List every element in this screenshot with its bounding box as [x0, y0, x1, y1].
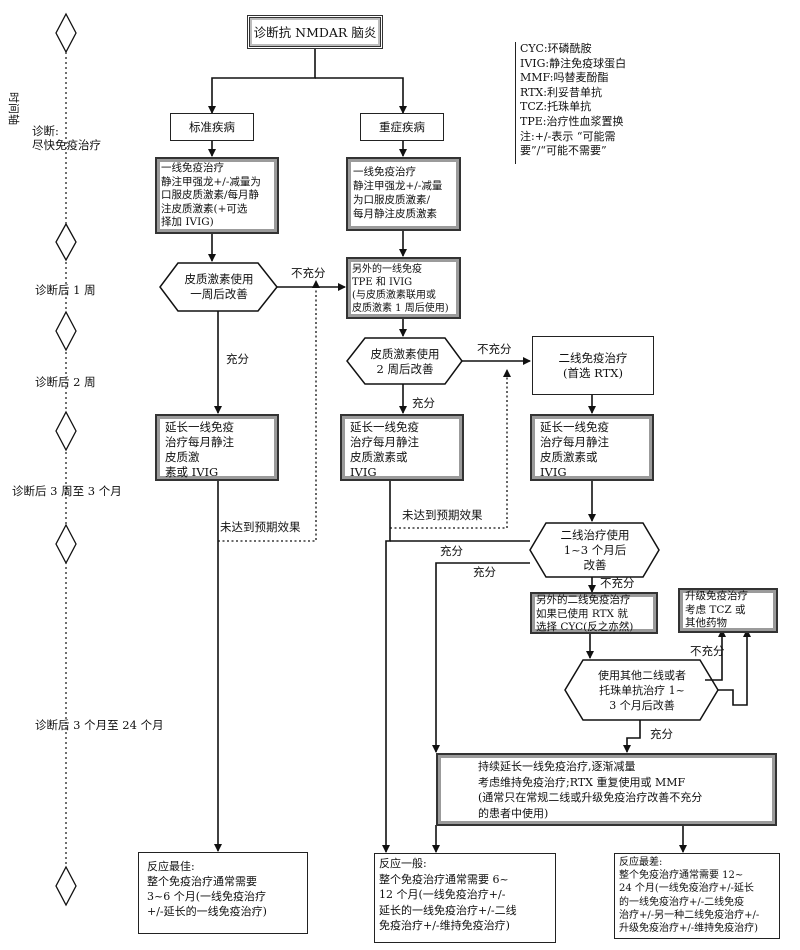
timeline-stage-label: 诊断后 3 个月至 24 个月	[35, 718, 164, 732]
outcome-worst: 反应最差: 整个免疫治疗通常需要 12~ 24 个月(一线免疫治疗+/-延长 的…	[614, 853, 780, 939]
decision-second-line: 二线治疗使用 1~3 个月后 改善	[560, 527, 630, 572]
decision-other-second-line: 使用其他二线或者 托珠单抗治疗 1~ 3 个月后改善	[598, 668, 686, 712]
node-diagnose: 诊断抗 NMDAR 脑炎	[247, 15, 383, 49]
hexagon-sev-decision	[346, 337, 463, 385]
node-standard-extend: 延长一线免疫 治疗每月静注 皮质激 素或 IVIG	[155, 414, 279, 481]
node-standard-first-line: 一线免疫治疗 静注甲强龙+/-减量为 口服皮质激素/每月静 注皮质激素(+可选 …	[155, 157, 279, 234]
timeline-stage-label: 诊断后 2 周	[35, 375, 96, 389]
node-maintain-therapy: 持续延长一线免疫治疗,逐渐减量 考虑维持免疫治疗;RTX 重复使用或 MMF (…	[436, 753, 777, 826]
edge-label-sufficient: 充分	[440, 544, 463, 558]
decision-severe-two-weeks: 皮质激素使用 2 周后改善	[370, 347, 440, 376]
timeline-stage-label: 诊断: 尽快免疫治疗	[32, 124, 101, 152]
timeline-stage-label: 诊断后 3 周至 3 个月	[12, 484, 122, 498]
hexagon-other-second-decision	[564, 659, 719, 721]
edge-label-insufficient: 不充分	[477, 342, 512, 356]
decision-standard-one-week: 皮质激素使用 一周后改善	[184, 272, 254, 301]
outcome-moderate: 反应一般: 整个免疫治疗通常需要 6~ 12 个月(一线免疫治疗+/- 延长的一…	[374, 853, 556, 943]
timeline-diamond	[55, 523, 77, 565]
timeline-axis-label: 时间轴	[7, 92, 20, 125]
hexagon-std-decision	[159, 262, 278, 312]
hexagon-second-decision	[529, 522, 660, 578]
edge-label-sufficient: 充分	[473, 565, 496, 579]
timeline-diamond	[55, 410, 77, 452]
timeline-diamond	[55, 310, 77, 352]
edge-label-insufficient: 不充分	[291, 266, 326, 280]
edge-label-sufficient: 充分	[412, 396, 435, 410]
edge-label-not-expected: 未达到预期效果	[220, 520, 301, 534]
edge-label-sufficient: 充分	[226, 352, 249, 366]
node-severe-extend: 延长一线免疫 治疗每月静注 皮质激素或 IVIG	[340, 414, 464, 481]
timeline-diamond	[55, 865, 77, 907]
timeline-diamond	[55, 222, 77, 262]
node-severe-first-line: 一线免疫治疗 静注甲强龙+/-减量 为口服皮质激素/ 每月静注皮质激素	[346, 157, 461, 231]
timeline-axis	[55, 12, 77, 907]
timeline-stage-label: 诊断后 1 周	[35, 283, 96, 297]
edge-label-sufficient: 充分	[650, 727, 673, 741]
timeline-diamond	[55, 12, 77, 54]
edge-label-insufficient: 不充分	[600, 576, 635, 590]
abbreviation-legend: CYC:环磷酰胺 IVIG:静注免疫球蛋白 MMF:吗替麦酚酯 RTX:利妥昔单…	[515, 42, 690, 164]
edge-label-insufficient: 不充分	[690, 644, 725, 658]
outcome-best: 反应最佳: 整个免疫治疗通常需要 3~6 个月(一线免疫治疗 +/-延长的一线免…	[138, 852, 308, 934]
node-upgrade-therapy: 升级免疫治疗 考虑 TCZ 或 其他药物	[678, 588, 778, 633]
edge-label-not-expected: 未达到预期效果	[402, 508, 483, 522]
node-second-line: 二线免疫治疗 (首选 RTX)	[532, 336, 654, 395]
node-standard-disease: 标准疾病	[170, 113, 254, 141]
node-second-extend: 延长一线免疫 治疗每月静注 皮质激素或 IVIG	[530, 414, 654, 481]
node-severe-disease: 重症疾病	[360, 113, 444, 141]
node-extra-second-line: 另外的二线免疫治疗 如果已使用 RTX 就 选择 CYC(反之亦然)	[530, 592, 658, 634]
node-severe-extra-first-line: 另外的一线免疫 TPE 和 IVIG (与皮质激素联用或 皮质激素 1 周后使用…	[346, 257, 461, 319]
